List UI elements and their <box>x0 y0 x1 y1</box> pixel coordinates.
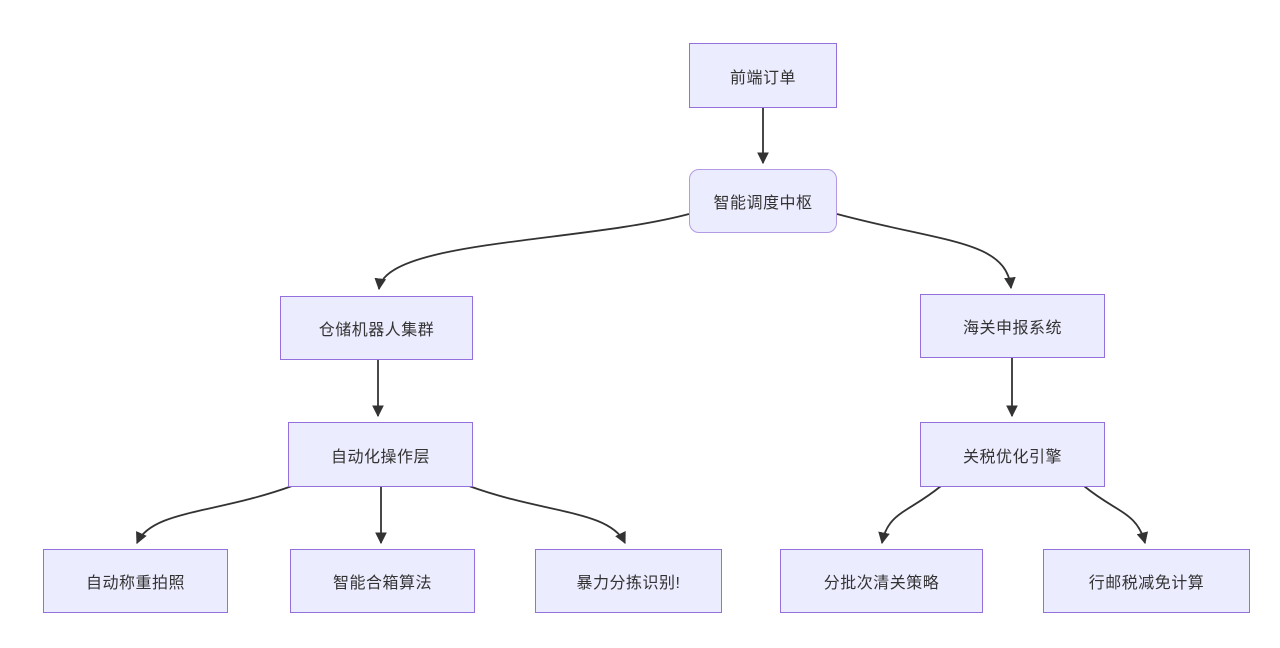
edge-ops-to-sort <box>468 485 626 545</box>
node-label: 分批次清关策略 <box>823 575 940 592</box>
node-automation-layer: 自动化操作层 <box>288 422 473 487</box>
node-label: 仓储机器人集群 <box>318 322 435 339</box>
node-batch-clearance: 分批次清关策略 <box>780 549 983 613</box>
edge-tariff-to-batch <box>878 485 942 545</box>
edge-tariff-to-postal <box>1083 485 1149 545</box>
node-smart-packing: 智能合箱算法 <box>290 549 475 613</box>
node-label: 自动称重拍照 <box>85 575 185 592</box>
node-customs-declaration: 海关申报系统 <box>920 294 1105 358</box>
node-dispatch-hub: 智能调度中枢 <box>689 169 837 233</box>
edge-hub-to-warehouse <box>374 213 690 291</box>
node-label: 暴力分拣识别! <box>576 575 681 592</box>
node-label: 海关申报系统 <box>962 320 1062 337</box>
edge-hub-to-customs <box>836 213 1016 290</box>
node-rough-sorting: 暴力分拣识别! <box>535 549 722 613</box>
node-label: 智能调度中枢 <box>713 195 813 212</box>
node-auto-weigh-photo: 自动称重拍照 <box>43 549 228 613</box>
node-label: 前端订单 <box>729 69 796 87</box>
node-warehouse-robots: 仓储机器人集群 <box>280 296 473 360</box>
node-postal-tax-calc: 行邮税减免计算 <box>1043 549 1250 613</box>
node-label: 行邮税减免计算 <box>1088 575 1205 592</box>
node-label: 关税优化引擎 <box>962 448 1062 466</box>
node-front-order: 前端订单 <box>689 43 837 108</box>
node-label: 自动化操作层 <box>330 448 430 466</box>
node-label: 智能合箱算法 <box>332 575 432 592</box>
edge-ops-to-weigh <box>136 485 293 545</box>
node-tariff-engine: 关税优化引擎 <box>920 422 1105 487</box>
